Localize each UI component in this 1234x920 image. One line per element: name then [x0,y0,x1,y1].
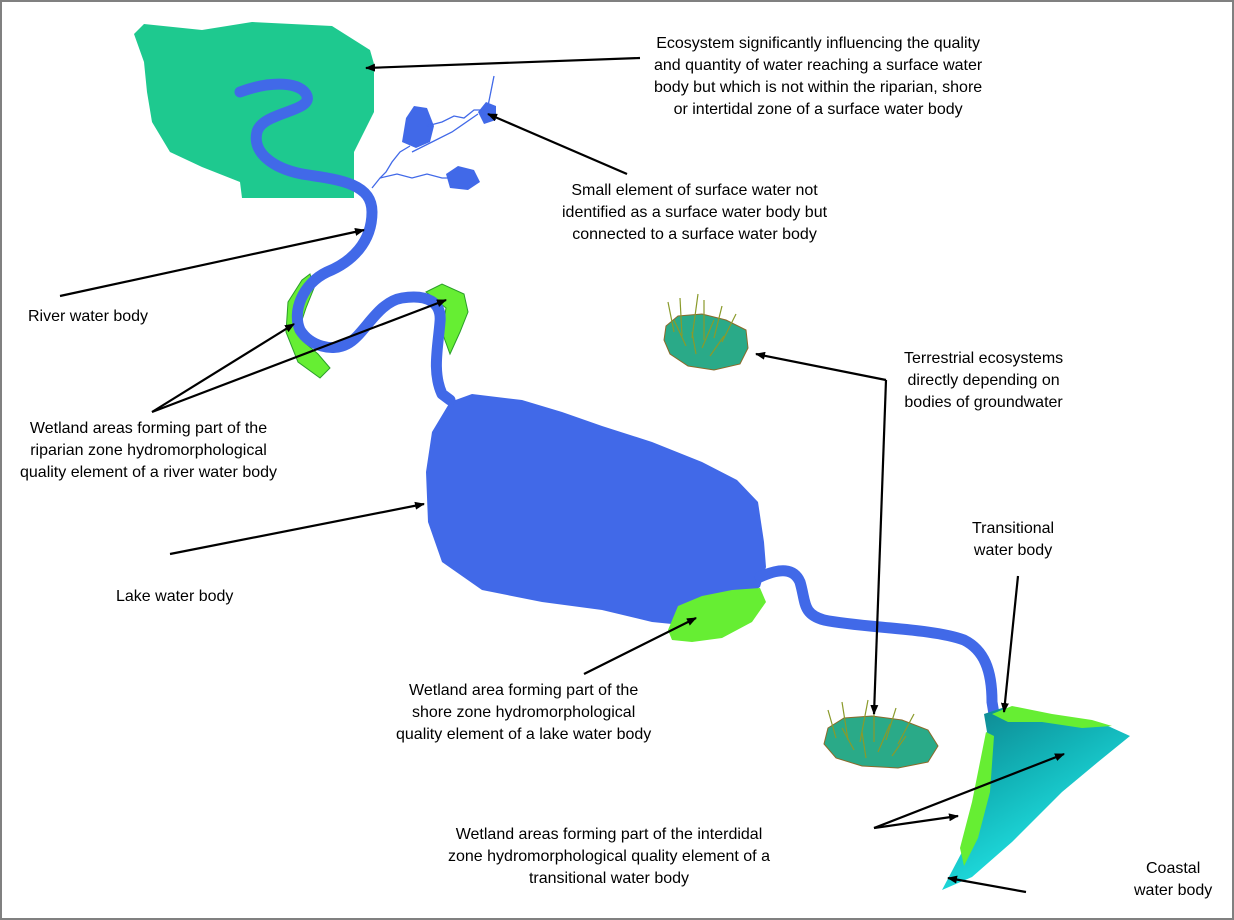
river-channel [234,78,456,406]
small-pond-2 [478,102,496,124]
arrow-wetland-shore [583,617,697,675]
label-coastal: Coastal water body [1134,860,1213,899]
annotation-arrows [59,56,1065,894]
arrow-wetland-riparian-left [151,323,295,413]
arrow-wetland-riparian-right [151,298,447,414]
lake-water-body [426,394,766,626]
arrow-transitional [1000,575,1020,713]
river-outflow [754,565,1000,720]
small-pond-1 [402,106,434,148]
label-terrestrial: Terrestrial ecosystems directly dependin… [904,350,1064,411]
arrow-terrestrial-1 [755,351,887,382]
terrestrial-ecosystem-1 [663,293,749,371]
transitional-coastal-water [942,708,1130,890]
label-wetland-shore: Wetland area forming part of the shore z… [396,682,652,743]
label-wetland-intertidal: Wetland areas forming part of the interd… [448,826,770,887]
wetland-shore-lake [668,588,766,642]
terrestrial-ecosystem-2 [823,699,939,769]
arrow-ecosystem [365,56,641,72]
arrow-terrestrial-2 [870,379,888,715]
label-ecosystem: Ecosystem significantly influencing the … [654,35,983,118]
wetland-intertidal-top [992,706,1112,728]
label-wetland-riparian: Wetland areas forming part of the ripari… [20,420,278,481]
ecosystem-area [134,22,374,198]
label-river: River water body [28,308,149,325]
arrow-wetland-intertidal-left [873,813,959,830]
small-pond-3 [446,166,480,190]
wetland-intertidal-left [960,732,994,866]
arrow-coastal [947,875,1027,894]
label-small-element: Small element of surface water not ident… [562,182,828,243]
label-transitional: Transitional water body [972,520,1055,559]
small-streams [371,75,495,189]
arrow-small-element [487,112,628,176]
arrow-river [59,228,365,298]
arrow-lake [169,501,425,556]
label-lake: Lake water body [116,588,234,605]
arrow-wetland-intertidal-top [873,752,1065,830]
